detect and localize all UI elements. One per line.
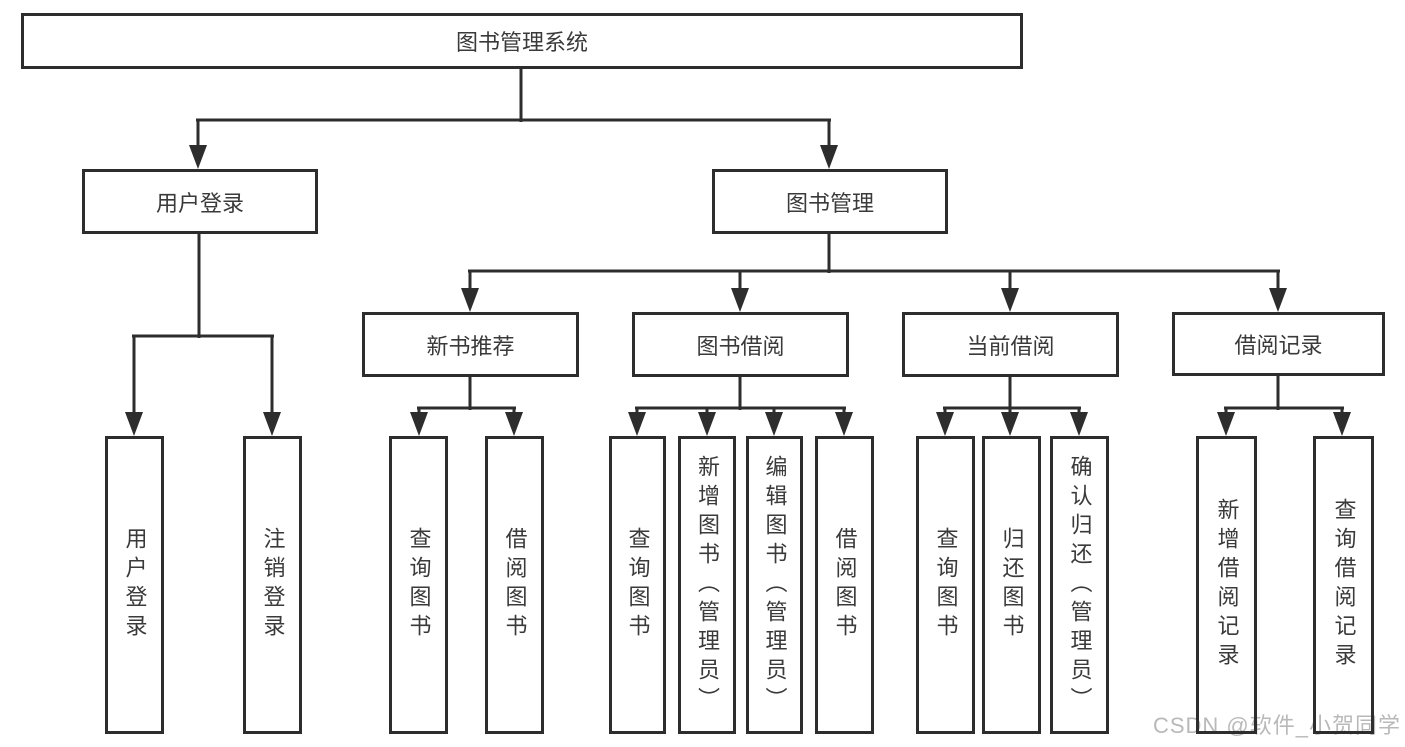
node-leaf-confirm-return-admin: 确认归还（管理员）: [1050, 436, 1109, 734]
node-label: 查询借阅记录: [1331, 498, 1357, 672]
node-label: 用户登录: [155, 190, 244, 216]
node-leaf-query-books-3: 查询图书: [916, 436, 975, 734]
arrowhead-group: [125, 145, 1351, 436]
arrowhead-icon: [1001, 288, 1019, 312]
node-borrow-records: 借阅记录: [1172, 312, 1385, 376]
node-label: 新增借阅记录: [1214, 498, 1240, 672]
node-leaf-logout: 注销登录: [243, 436, 302, 734]
node-label: 编辑图书（管理员）: [762, 454, 788, 716]
node-label: 注销登录: [260, 527, 286, 643]
arrowhead-icon: [820, 145, 838, 169]
node-book-mgmt: 图书管理: [712, 169, 948, 234]
arrowhead-icon: [1333, 412, 1351, 436]
node-new-books: 新书推荐: [362, 312, 579, 377]
node-label: 查询图书: [933, 527, 959, 643]
node-leaf-borrow-books-1: 借阅图书: [485, 436, 544, 734]
arrowhead-icon: [1269, 288, 1287, 312]
node-leaf-query-books-1: 查询图书: [389, 436, 448, 734]
node-label: 借阅记录: [1234, 333, 1323, 358]
arrowhead-icon: [410, 412, 428, 436]
node-leaf-query-books-2: 查询图书: [609, 436, 666, 734]
node-label: 图书借阅: [696, 333, 785, 359]
node-leaf-add-borrow-record: 新增借阅记录: [1196, 436, 1257, 734]
node-leaf-user-login: 用户登录: [105, 436, 164, 734]
arrowhead-icon: [765, 412, 783, 436]
arrowhead-icon: [505, 412, 523, 436]
node-label: 查询图书: [406, 527, 432, 643]
arrowhead-icon: [835, 412, 853, 436]
arrowhead-icon: [1001, 412, 1019, 436]
node-label: 图书管理系统: [455, 30, 588, 55]
node-current-borrow: 当前借阅: [902, 312, 1119, 377]
node-label: 当前借阅: [966, 333, 1055, 359]
node-leaf-add-book-admin: 新增图书（管理员）: [678, 436, 736, 734]
node-label: 查询图书: [625, 527, 651, 643]
node-label: 归还图书: [999, 527, 1025, 643]
node-leaf-edit-book-admin: 编辑图书（管理员）: [746, 436, 803, 734]
node-user-login: 用户登录: [82, 169, 318, 234]
node-label: 用户登录: [122, 527, 148, 643]
arrowhead-icon: [731, 288, 749, 312]
node-leaf-borrow-books-2: 借阅图书: [815, 436, 874, 734]
node-label: 确认归还（管理员）: [1067, 454, 1093, 716]
node-label: 新增图书（管理员）: [695, 454, 720, 716]
node-root: 图书管理系统: [21, 13, 1023, 69]
node-label: 新书推荐: [426, 333, 515, 359]
node-leaf-query-borrow-record: 查询借阅记录: [1313, 436, 1374, 734]
connector-line-group: [132, 68, 1344, 417]
arrowhead-icon: [461, 288, 479, 312]
arrowhead-icon: [125, 412, 143, 436]
node-leaf-return-book: 归还图书: [982, 436, 1041, 734]
node-label: 图书管理: [785, 190, 874, 216]
arrowhead-icon: [1070, 412, 1088, 436]
arrowhead-icon: [936, 412, 954, 436]
arrowhead-icon: [189, 145, 207, 169]
arrowhead-icon: [263, 412, 281, 436]
arrowhead-icon: [698, 412, 716, 436]
node-label: 借阅图书: [832, 527, 858, 643]
arrowhead-icon: [628, 412, 646, 436]
node-label: 借阅图书: [502, 527, 528, 643]
node-book-borrow: 图书借阅: [632, 312, 849, 377]
arrowhead-icon: [1217, 412, 1235, 436]
